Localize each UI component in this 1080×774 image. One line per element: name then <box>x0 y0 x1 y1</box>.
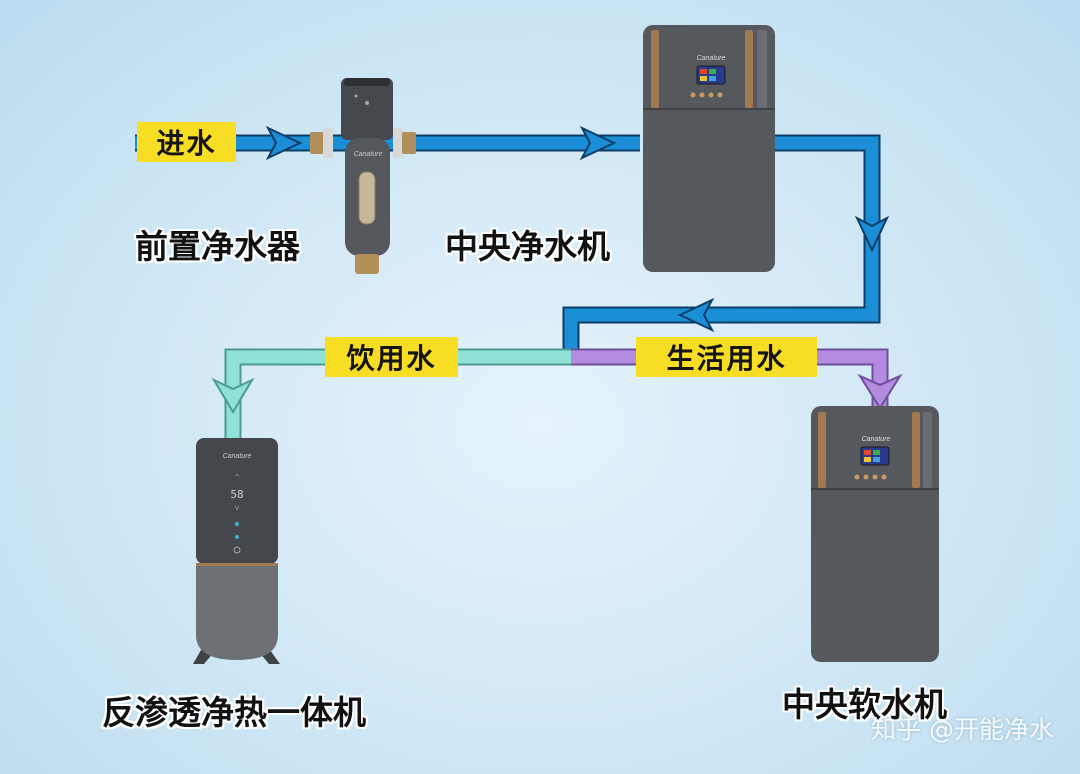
central-purifier-caption: 中央净水机 <box>445 227 610 266</box>
central-purifier-brand: Canature <box>697 55 726 62</box>
flow-arrows-main <box>265 125 890 333</box>
softener-brand: Canature <box>862 436 891 443</box>
arrow-right-mid <box>579 125 617 161</box>
domestic-water-label: 生活用水 <box>636 337 817 377</box>
central-purifier-device: Canature <box>643 25 775 272</box>
svg-text:^: ^ <box>234 473 241 482</box>
softener-caption: 中央软水机 <box>782 685 947 724</box>
drinking-water-label: 饮用水 <box>325 337 458 377</box>
svg-text:v: v <box>235 503 240 512</box>
watermark: 知乎 @开能净水 <box>871 715 1054 744</box>
arrow-down-drinking <box>211 377 255 414</box>
inlet-label: 进水 <box>137 122 236 162</box>
ro-unit-device: Canature ^ 58 v <box>193 438 280 664</box>
arrow-down-right <box>854 215 890 253</box>
prefilter-caption: 前置净水器 <box>135 227 300 266</box>
ro-display-value: 58 <box>230 488 243 501</box>
arrow-left-return <box>677 297 715 333</box>
prefilter-brand: Canature <box>354 151 383 158</box>
softener-device: Canature <box>811 406 939 662</box>
arrow-right-inlet <box>265 125 303 161</box>
ro-unit-caption: 反渗透净热一体机 <box>102 693 366 732</box>
arrow-down-domestic <box>857 373 903 410</box>
prefilter-device: Canature <box>310 78 416 274</box>
drinking-water-pipe <box>211 348 571 440</box>
ro-unit-brand: Canature <box>223 453 252 460</box>
